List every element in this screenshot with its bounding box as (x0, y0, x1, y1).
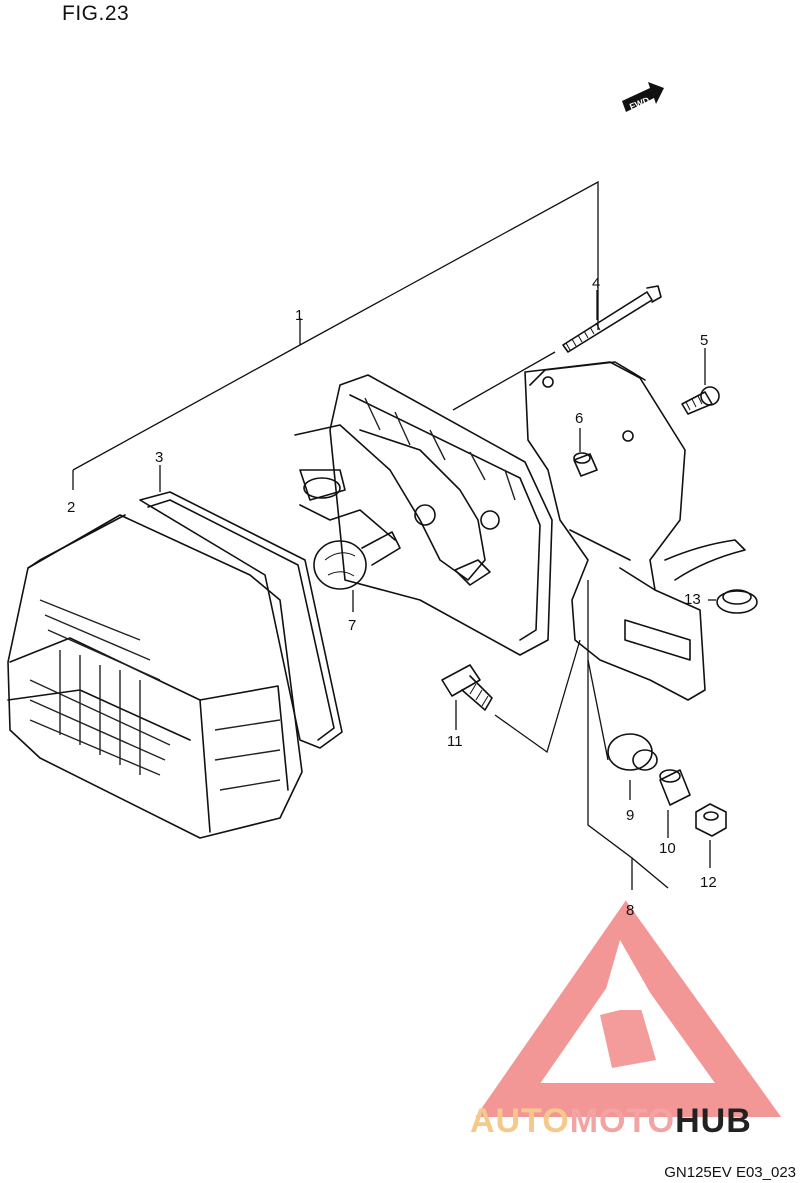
watermark-triangle (475, 900, 782, 1117)
callout-9: 9 (626, 807, 634, 824)
part-2-lens (7, 514, 303, 839)
watermark-word-auto: AUTO (470, 1102, 570, 1140)
watermark-word-hub: HUB (675, 1102, 752, 1140)
callout-1: 1 (295, 307, 303, 324)
watermark-logo (475, 900, 782, 1117)
watermark-word-moto: MOTO (570, 1102, 675, 1140)
fwd-direction-icon: FWD (622, 82, 664, 112)
callout-6: 6 (575, 410, 583, 427)
part-7-bulb (313, 531, 401, 612)
watermark-wordmark: AUTOMOTOHUB (470, 1102, 752, 1140)
callout-12: 12 (700, 874, 717, 891)
callout-3: 3 (155, 449, 163, 466)
part-9-grommet (607, 733, 658, 800)
callout-4: 4 (592, 275, 600, 292)
figure-code: GN125EV E03_023 (664, 1164, 796, 1181)
figure-title: FIG.23 (62, 2, 130, 25)
part-13-grommet (708, 589, 758, 614)
part-5-bolt (681, 348, 720, 415)
callout-5: 5 (700, 332, 708, 349)
part-6-spacer (573, 428, 598, 477)
svg-text:AUTOMOTOHUB: AUTOMOTOHUB (470, 1102, 752, 1140)
part-11-bolt (441, 639, 581, 754)
callout-2: 2 (67, 499, 75, 516)
leader-1 (72, 180, 599, 490)
callout-8: 8 (626, 902, 634, 919)
callout-10: 10 (659, 840, 676, 857)
part-4-bolt (452, 285, 662, 411)
callout-11: 11 (447, 733, 463, 750)
part-12-nut (695, 803, 727, 868)
callout-7: 7 (348, 617, 356, 634)
part-10-collar (659, 769, 691, 838)
part-8-assembly (587, 580, 727, 890)
callout-13: 13 (684, 591, 701, 608)
part-3-gasket (139, 465, 343, 749)
lamp-base-plate (294, 374, 553, 656)
bracket-housing (524, 361, 746, 701)
